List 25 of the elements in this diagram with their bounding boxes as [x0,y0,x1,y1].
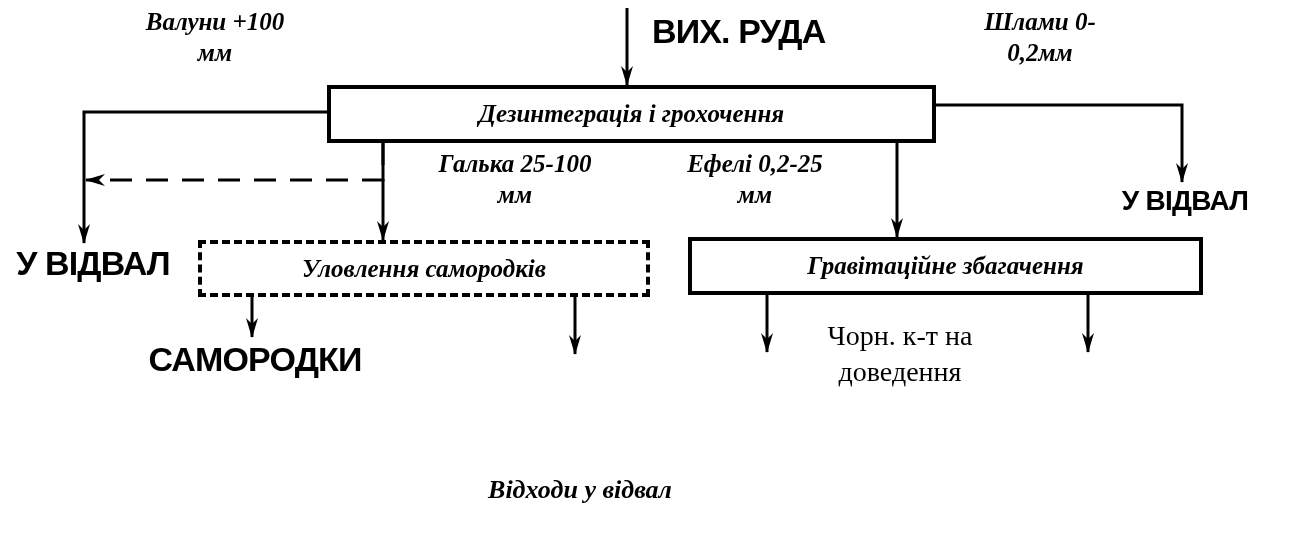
process-label: Гравітаційне збагачення [807,251,1084,282]
process-label: Уловлення самородків [302,253,546,284]
dashed-process-box [198,240,650,297]
process-box [688,237,1203,295]
output-label: САМОРОДКИ [148,342,362,376]
arrow [569,297,581,355]
process-label: Дезинтеграція і грохочення [478,99,785,130]
output-label: Чорн. к-т на доведення [826,319,974,389]
edge-label: Ефелі 0,2-25 мм [686,149,824,210]
process-box [327,85,936,143]
arrow [891,143,903,238]
arrow [761,295,773,353]
arrow [1082,295,1094,353]
edge-label: Шлами 0-0,2мм [983,7,1097,68]
arrow [78,110,327,244]
dashed-arrow [85,143,385,186]
output-label: У ВІДВАЛ [1121,187,1249,215]
edge-label: Валуни +100 мм [144,7,286,68]
arrow [621,8,633,86]
edge-label: Галька 25-100 мм [437,149,593,210]
output-label: Відходи у відвал [486,474,673,506]
arrow [936,103,1188,183]
output-label: У ВІДВАЛ [16,246,170,280]
arrow [246,297,258,338]
input-label: ВИХ. РУДА [652,14,827,48]
